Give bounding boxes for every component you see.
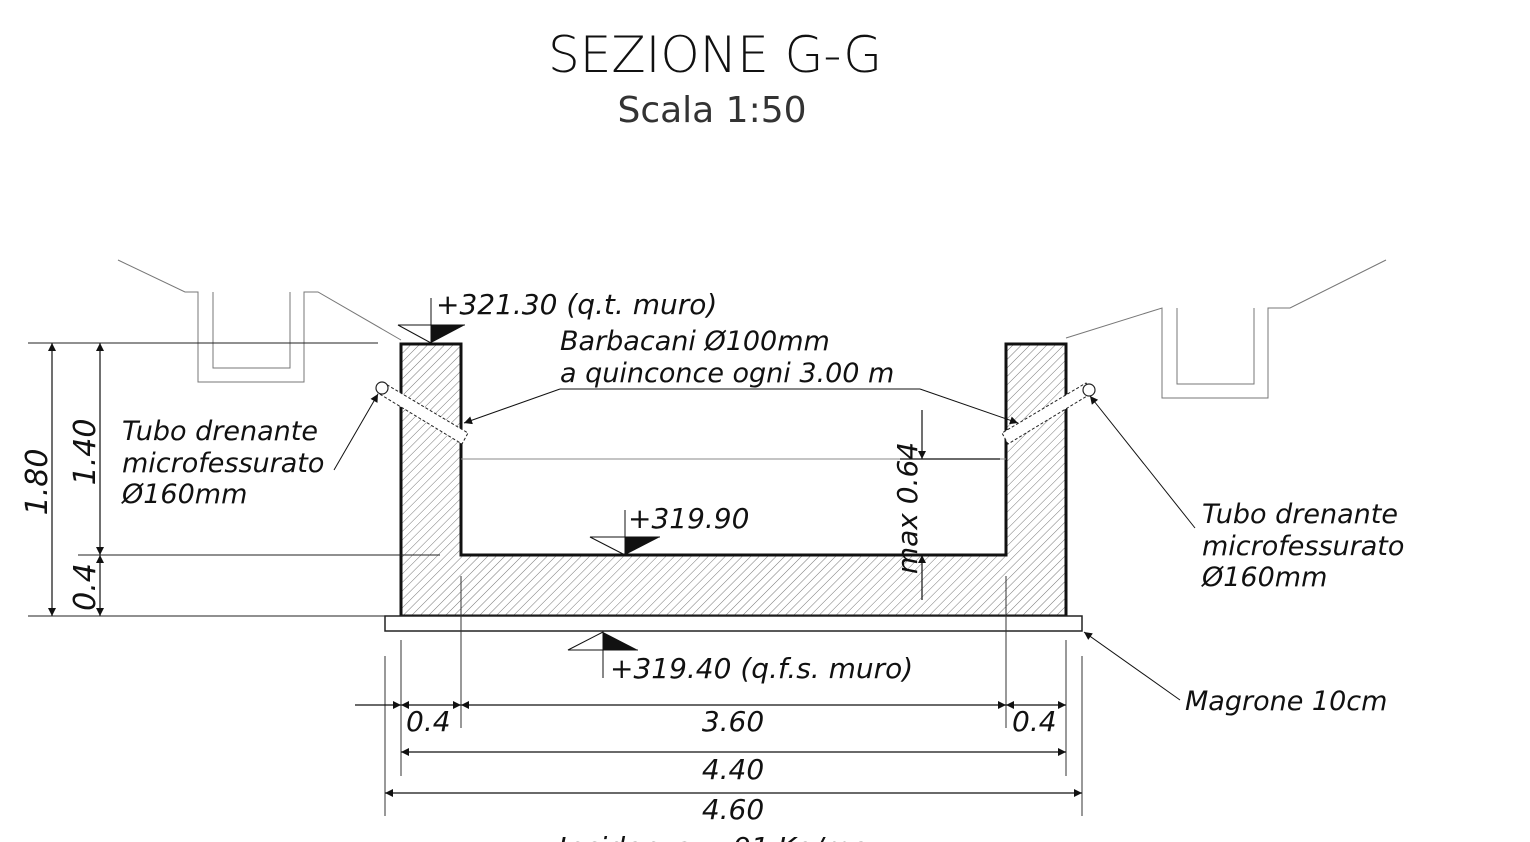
drawing-title: SEZIONE G-G — [548, 26, 882, 84]
dim-wall-left: 0.4 — [406, 705, 451, 738]
magrone-label: Magrone 10cm — [1185, 686, 1387, 717]
dim-slab-thickness: 0.4 — [68, 563, 103, 611]
incidenza-label: Incidenza = 91 Kg/mc — [558, 831, 866, 842]
max-water-dimension — [900, 410, 1000, 600]
barbacani-pipes — [377, 382, 1093, 445]
dim-inner-width: 3.60 — [702, 705, 764, 738]
elevation-marker-bottom — [567, 631, 638, 678]
tubo-right-line1: Tubo drenante — [1202, 499, 1398, 530]
tubo-left-leader — [333, 393, 379, 471]
tubo-left-line3: Ø160mm — [121, 479, 247, 510]
barbacani-leaders — [463, 388, 1019, 425]
horizontal-dimension-lines — [355, 701, 1082, 797]
magrone-layer — [384, 615, 1083, 632]
elevation-bottom-label: +319.40 (q.f.s. muro) — [610, 652, 913, 685]
barbacani-label-line2: a quinconce ogni 3.00 m — [560, 358, 894, 389]
tubo-left-line1: Tubo drenante — [122, 416, 318, 447]
tubo-right-line3: Ø160mm — [1201, 562, 1327, 593]
elevation-top-label: +321.30 (q.t. muro) — [436, 288, 717, 321]
tubo-left-line2: microfessurato — [122, 448, 324, 479]
dim-outer-width: 4.40 — [702, 753, 764, 786]
drain-tube-left — [375, 381, 389, 395]
dim-wall-right: 0.4 — [1012, 705, 1057, 738]
elevation-marker-top — [397, 298, 465, 344]
barbacani-label-line1: Barbacani Ø100mm — [560, 326, 830, 357]
dim-height-total: 1.80 — [20, 449, 55, 516]
vertical-dimension-lines — [48, 343, 104, 616]
extension-lines-left — [28, 342, 440, 617]
dim-magrone-width: 4.60 — [702, 793, 764, 826]
ground-profile-left — [117, 259, 402, 383]
max-water-label: max 0.64 — [891, 442, 924, 574]
dim-height-wall: 1.40 — [68, 419, 103, 486]
tubo-right-leader — [1089, 395, 1196, 529]
magrone-leader — [1083, 631, 1181, 701]
drawing-scale: Scala 1:50 — [617, 90, 806, 131]
elevation-floor-label: +319.90 — [628, 502, 749, 535]
tubo-right-line2: microfessurato — [1202, 531, 1404, 562]
drain-tube-right — [1082, 383, 1096, 397]
elevation-marker-floor — [589, 510, 660, 556]
ground-profile-right — [1065, 259, 1387, 399]
